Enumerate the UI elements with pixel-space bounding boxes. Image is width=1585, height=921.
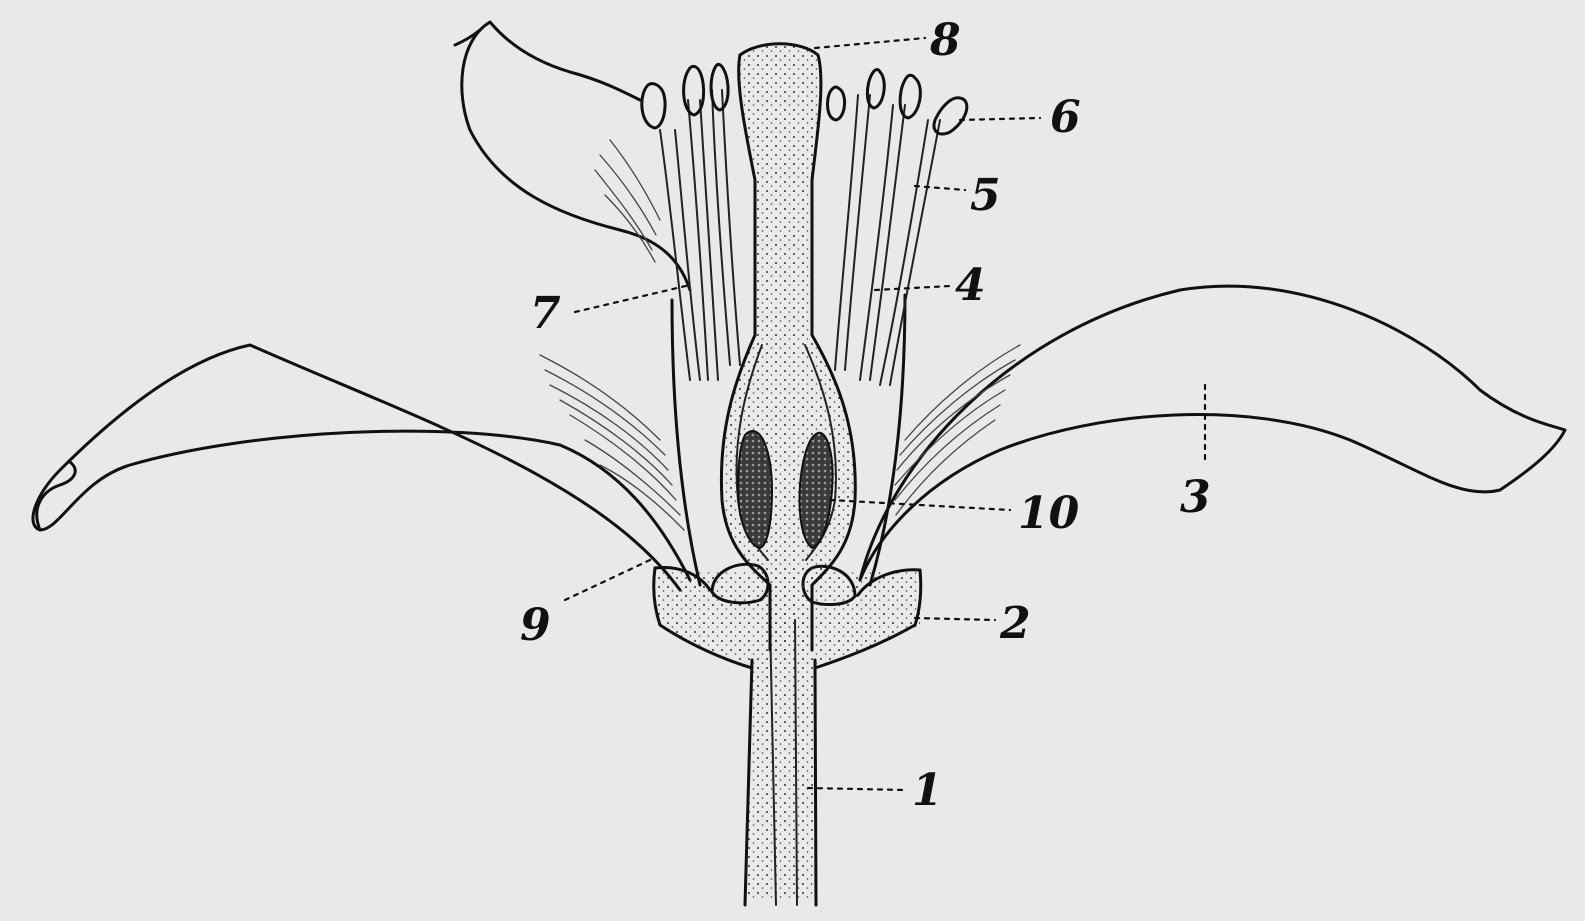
stamens-right: [828, 70, 967, 385]
petal-upper-left: [455, 22, 690, 290]
label-8: 8: [929, 15, 961, 66]
leader-1: [808, 788, 905, 790]
leader-6: [960, 118, 1040, 120]
label-10: 10: [1018, 488, 1080, 539]
leader-9: [565, 560, 650, 600]
pistil: [721, 44, 855, 650]
petal-left: [33, 345, 690, 590]
leader-lines: [565, 38, 1205, 790]
label-2: 2: [999, 598, 1031, 649]
label-6: 6: [1050, 92, 1081, 143]
petal-right: [860, 286, 1565, 580]
leader-8: [815, 38, 925, 48]
leader-5: [915, 186, 965, 190]
label-7: 7: [530, 288, 561, 339]
label-1: 1: [912, 765, 943, 816]
stamens-left: [642, 64, 740, 380]
leader-2: [915, 618, 995, 620]
leader-4: [875, 286, 950, 290]
label-3: 3: [1180, 472, 1211, 523]
label-9: 9: [520, 600, 551, 651]
label-5: 5: [970, 170, 1001, 221]
label-4: 4: [955, 260, 986, 311]
